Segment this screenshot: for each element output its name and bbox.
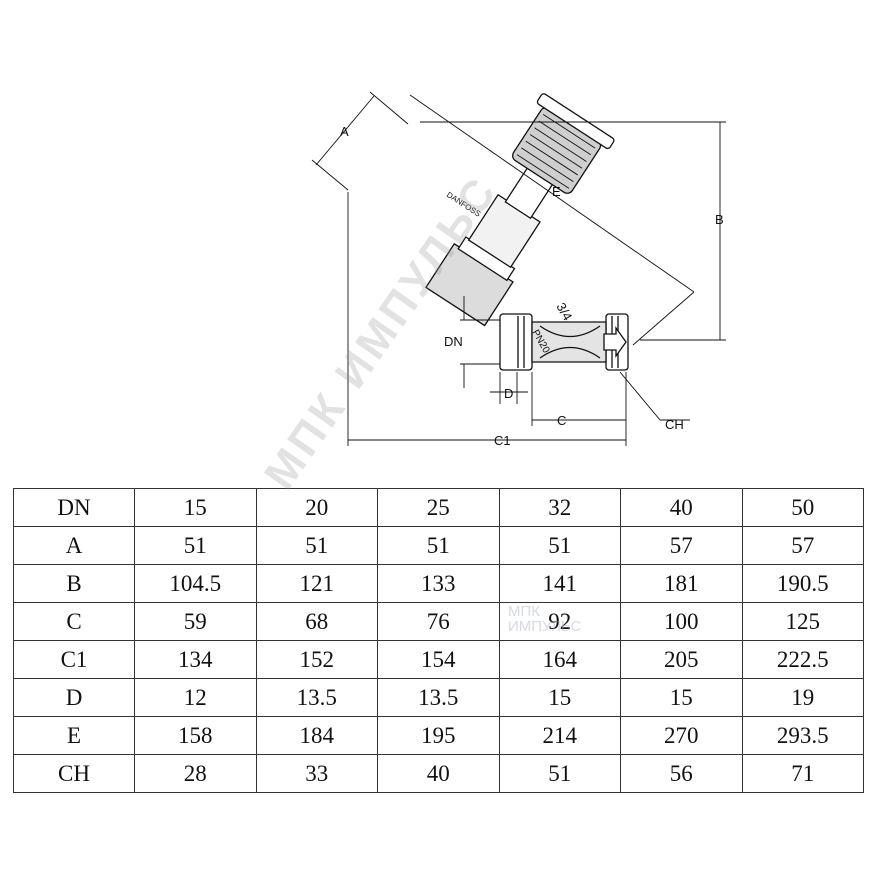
table-cell: 40 xyxy=(620,488,743,527)
row-header: D xyxy=(13,678,135,717)
label-e: E xyxy=(552,184,561,199)
table-cell: 270 xyxy=(620,716,743,755)
table-cell: 68 xyxy=(255,602,378,641)
table-cell: 13.5 xyxy=(377,678,500,717)
size-mark: 3/4 xyxy=(553,300,575,323)
table-cell: 57 xyxy=(741,526,864,565)
table-cell: 181 xyxy=(620,564,743,603)
table-cell: 51 xyxy=(255,526,378,565)
table-cell: 152 xyxy=(255,640,378,679)
table-cell: 222.5 xyxy=(741,640,864,679)
table-cell: 19 xyxy=(741,678,864,717)
label-c: C xyxy=(557,413,566,428)
table-cell: 134 xyxy=(134,640,257,679)
table-cell: 20 xyxy=(255,488,378,527)
table-cell: 154 xyxy=(377,640,500,679)
table-cell: 51 xyxy=(134,526,257,565)
table-cell: 59 xyxy=(134,602,257,641)
dimension-dn xyxy=(460,296,500,388)
table-cell: 12 xyxy=(134,678,257,717)
table-cell: 104.5 xyxy=(134,564,257,603)
label-a: A xyxy=(340,124,349,139)
table-cell: 164 xyxy=(498,640,621,679)
table-cell: 15 xyxy=(620,678,743,717)
table-cell: 293.5 xyxy=(741,716,864,755)
table-cell: 51 xyxy=(377,526,500,565)
label-ch: CH xyxy=(665,417,684,432)
table-cell: 76 xyxy=(377,602,500,641)
table-cell: 33 xyxy=(255,754,378,793)
label-d: D xyxy=(504,386,513,401)
table-cell: 121 xyxy=(255,564,378,603)
table-cell: 13.5 xyxy=(255,678,378,717)
table-cell: 25 xyxy=(377,488,500,527)
label-b: B xyxy=(715,212,724,227)
row-header: E xyxy=(13,716,135,755)
label-c1: C1 xyxy=(494,433,511,448)
table-cell: 32 xyxy=(498,488,621,527)
row-header: C1 xyxy=(13,640,135,679)
table-cell: 195 xyxy=(377,716,500,755)
table-cell: 205 xyxy=(620,640,743,679)
dimension-c1 xyxy=(347,192,626,446)
table-cell: 56 xyxy=(620,754,743,793)
row-header: CH xyxy=(13,754,135,793)
row-header: A xyxy=(13,526,135,565)
table-cell: 71 xyxy=(741,754,864,793)
brand-mark: DANFOSS xyxy=(445,190,482,219)
row-header: DN xyxy=(13,488,135,527)
table-cell: 15 xyxy=(498,678,621,717)
dimension-c xyxy=(531,372,627,446)
dimension-ch xyxy=(619,371,690,421)
table-cell: 92 xyxy=(498,602,621,641)
row-header: B xyxy=(13,564,135,603)
table-cell: 28 xyxy=(134,754,257,793)
table-cell: 133 xyxy=(377,564,500,603)
table-cell: 141 xyxy=(498,564,621,603)
dimension-d xyxy=(490,372,528,404)
table-cell: 40 xyxy=(377,754,500,793)
valve-stem-assembly xyxy=(425,93,615,327)
table-cell: 158 xyxy=(134,716,257,755)
table-cell: 57 xyxy=(620,526,743,565)
valve-body xyxy=(499,313,629,371)
valve-technical-drawing: 3/4 PN20 DANFOSS xyxy=(311,91,726,448)
dimension-e xyxy=(409,94,695,346)
table-cell: 15 xyxy=(134,488,257,527)
dimension-b xyxy=(420,121,726,341)
table-cell: 184 xyxy=(255,716,378,755)
table-cell: 51 xyxy=(498,754,621,793)
row-header: C xyxy=(13,602,135,641)
label-dn: DN xyxy=(444,334,463,349)
table-cell: 125 xyxy=(741,602,864,641)
dimension-a xyxy=(311,91,409,191)
table-cell: 190.5 xyxy=(741,564,864,603)
table-cell: 214 xyxy=(498,716,621,755)
table-cell: 100 xyxy=(620,602,743,641)
table-cell: 51 xyxy=(498,526,621,565)
table-cell: 50 xyxy=(741,488,864,527)
